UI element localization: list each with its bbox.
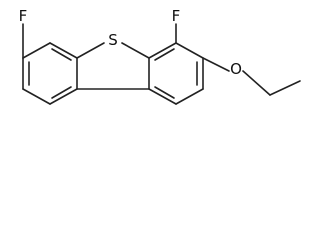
bond: [175, 88, 204, 105]
bond: [269, 80, 301, 96]
bond: [76, 42, 105, 59]
double-bond: [154, 48, 175, 61]
double-bond: [51, 48, 72, 61]
bond: [121, 42, 150, 59]
double-bond: [51, 86, 72, 99]
bond: [22, 42, 51, 59]
double-bond: [154, 86, 175, 99]
bond: [175, 42, 204, 59]
bond: [49, 88, 78, 105]
bond: [242, 70, 271, 96]
thiophene-ring: [76, 42, 150, 90]
bond: [22, 88, 51, 105]
bond: [148, 42, 177, 59]
sulfur-atom-label: S: [108, 31, 118, 49]
left-ring: [22, 42, 78, 105]
fluorine-right-atom-label: F: [172, 7, 181, 25]
molecule-structure: S F F O: [19, 7, 301, 105]
right-ring: [148, 42, 204, 105]
bond: [202, 57, 230, 72]
bond: [148, 88, 177, 105]
structure-canvas: S F F O: [19, 7, 301, 105]
substituents: [22, 23, 301, 96]
fluorine-left-atom-label: F: [19, 7, 28, 25]
oxygen-atom-label: O: [230, 60, 242, 78]
bond: [49, 42, 78, 59]
